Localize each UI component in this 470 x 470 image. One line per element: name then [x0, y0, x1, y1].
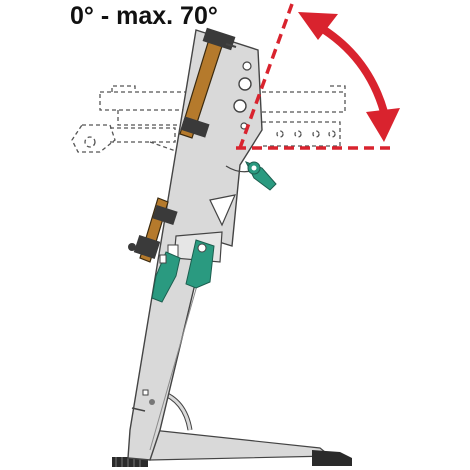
arrow-head-bottom — [366, 108, 400, 142]
lock-lever-lower — [151, 251, 181, 303]
angle-range-title: 0° - max. 70° — [70, 2, 218, 30]
angle-indicator — [236, 3, 400, 150]
upper-wood-jaw — [179, 27, 237, 139]
lower-wood-jaw — [128, 197, 178, 263]
clamp-lever — [185, 239, 215, 289]
rubber-foot-right — [312, 450, 352, 466]
base-foot — [112, 429, 352, 467]
angle-adjust-lever — [244, 161, 277, 191]
rubber-foot-left — [112, 457, 148, 467]
curved-double-arrow-icon — [315, 22, 388, 114]
tilted-guide-line — [238, 3, 294, 149]
arrow-head-top — [298, 12, 338, 40]
